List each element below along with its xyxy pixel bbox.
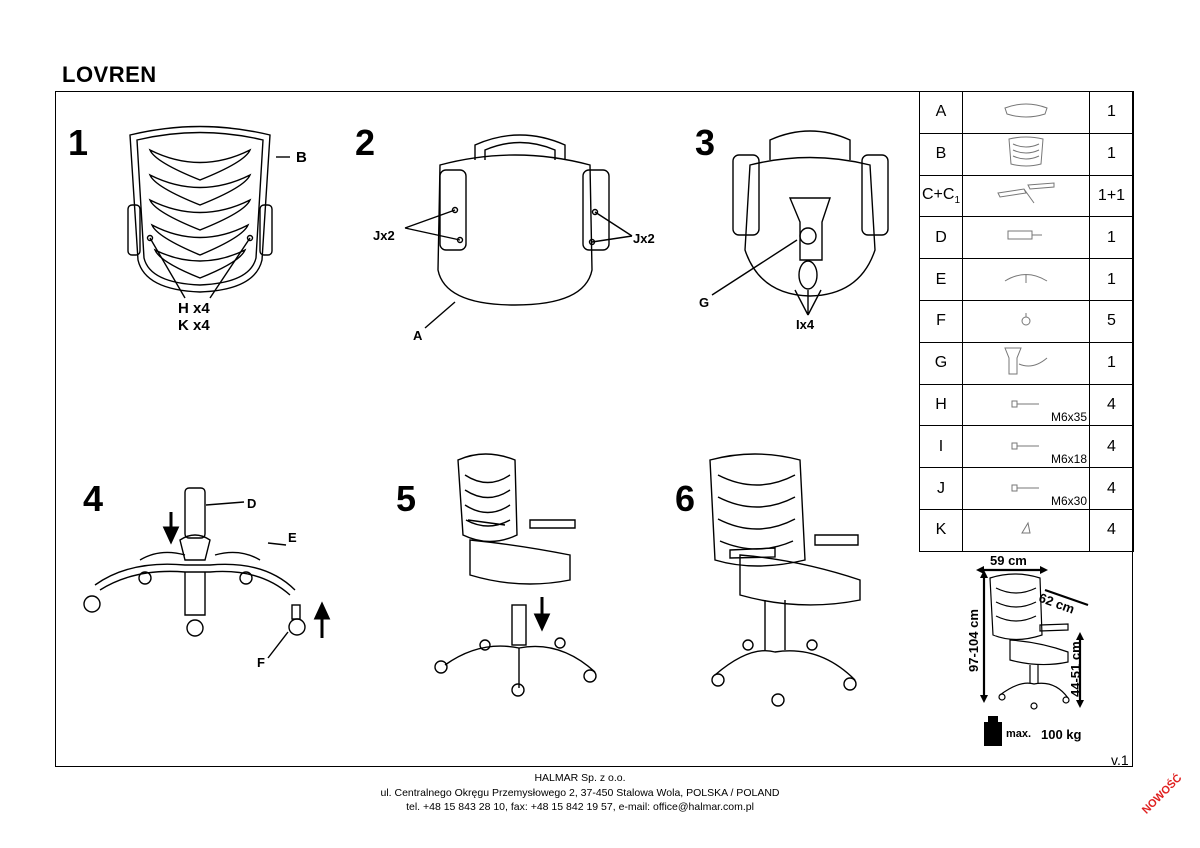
label-k-x4: K x4 [178, 317, 210, 334]
footer-contact: tel. +48 15 843 28 10, fax: +48 15 842 1… [406, 801, 754, 813]
step-1-number: 1 [68, 122, 89, 163]
weight-icon [984, 716, 1002, 746]
label-jx2-right: Jx2 [633, 231, 655, 246]
step-4-number: 4 [83, 478, 104, 519]
step-1-drawing [127, 125, 290, 299]
backrest-icon [1003, 136, 1049, 172]
label-ix4: Ix4 [796, 317, 815, 332]
step-5-number: 5 [396, 478, 417, 519]
allen-key-icon [1019, 521, 1033, 539]
document-title: LOVREN [62, 62, 157, 87]
assembly-drawings [83, 125, 889, 707]
label-b: B [296, 149, 307, 166]
step-5-drawing [434, 453, 597, 697]
step-6-number: 6 [675, 478, 696, 519]
step-2-number: 2 [355, 122, 376, 163]
seat-icon [1001, 103, 1051, 124]
part-quantity: 1+1 [1089, 174, 1134, 218]
bolt-icon [1011, 438, 1041, 455]
label-e: E [288, 530, 297, 545]
part-quantity: 1 [1089, 341, 1134, 385]
part-image: M6x18 [962, 425, 1090, 469]
footer-company: HALMAR Sp. z o.o. [534, 772, 626, 784]
max-load: 100 kg [1041, 727, 1082, 742]
part-code: A [919, 91, 963, 134]
part-image [962, 508, 1090, 552]
gas-lift-icon [1006, 229, 1046, 246]
part-spec: M6x18 [1050, 452, 1087, 467]
base-icon [1003, 271, 1049, 288]
parts-row: C+C1 1+1 [919, 174, 1134, 218]
step-6-drawing [709, 453, 861, 707]
label-g: G [699, 295, 710, 310]
part-image [962, 91, 1090, 134]
part-image [962, 341, 1090, 385]
direction-arrows [162, 512, 551, 638]
armrest-icon [994, 182, 1058, 211]
part-spec: M6x30 [1050, 493, 1087, 508]
bolt-icon [1011, 396, 1041, 413]
dim-width: 59 cm [990, 553, 1027, 568]
step-4-drawing [83, 487, 306, 659]
part-quantity: 4 [1089, 383, 1134, 427]
part-quantity: 4 [1089, 425, 1134, 469]
part-quantity: 1 [1089, 216, 1134, 260]
label-h-x4: H x4 [178, 300, 210, 317]
step-3-number: 3 [695, 122, 716, 163]
part-image [962, 258, 1090, 301]
dim-height: 97-104 cm [966, 609, 981, 672]
part-quantity: 1 [1089, 132, 1134, 176]
label-f: F [257, 655, 265, 670]
footer-address: ul. Centralnego Okręgu Przemysłowego 2, … [380, 787, 780, 799]
part-code: E [919, 258, 963, 301]
caster-icon [1019, 312, 1033, 330]
part-quantity: 1 [1089, 91, 1134, 134]
label-jx2-left: Jx2 [373, 228, 395, 243]
part-quantity: 4 [1089, 508, 1134, 552]
part-quantity: 4 [1089, 467, 1134, 510]
max-label: max. [1006, 728, 1032, 740]
part-spec: M6x35 [1050, 410, 1087, 425]
part-code: C+C1 [919, 174, 963, 218]
label-a: A [413, 328, 423, 343]
version-label: v.1 [1111, 752, 1129, 768]
step-3-drawing [711, 130, 889, 316]
bolt-icon [1011, 480, 1041, 497]
part-code: K [919, 508, 963, 552]
step-2-drawing [404, 134, 633, 329]
label-d: D [247, 496, 257, 511]
mechanism-icon [1001, 347, 1051, 382]
dim-seat-height: 44-51 cm [1068, 641, 1083, 697]
